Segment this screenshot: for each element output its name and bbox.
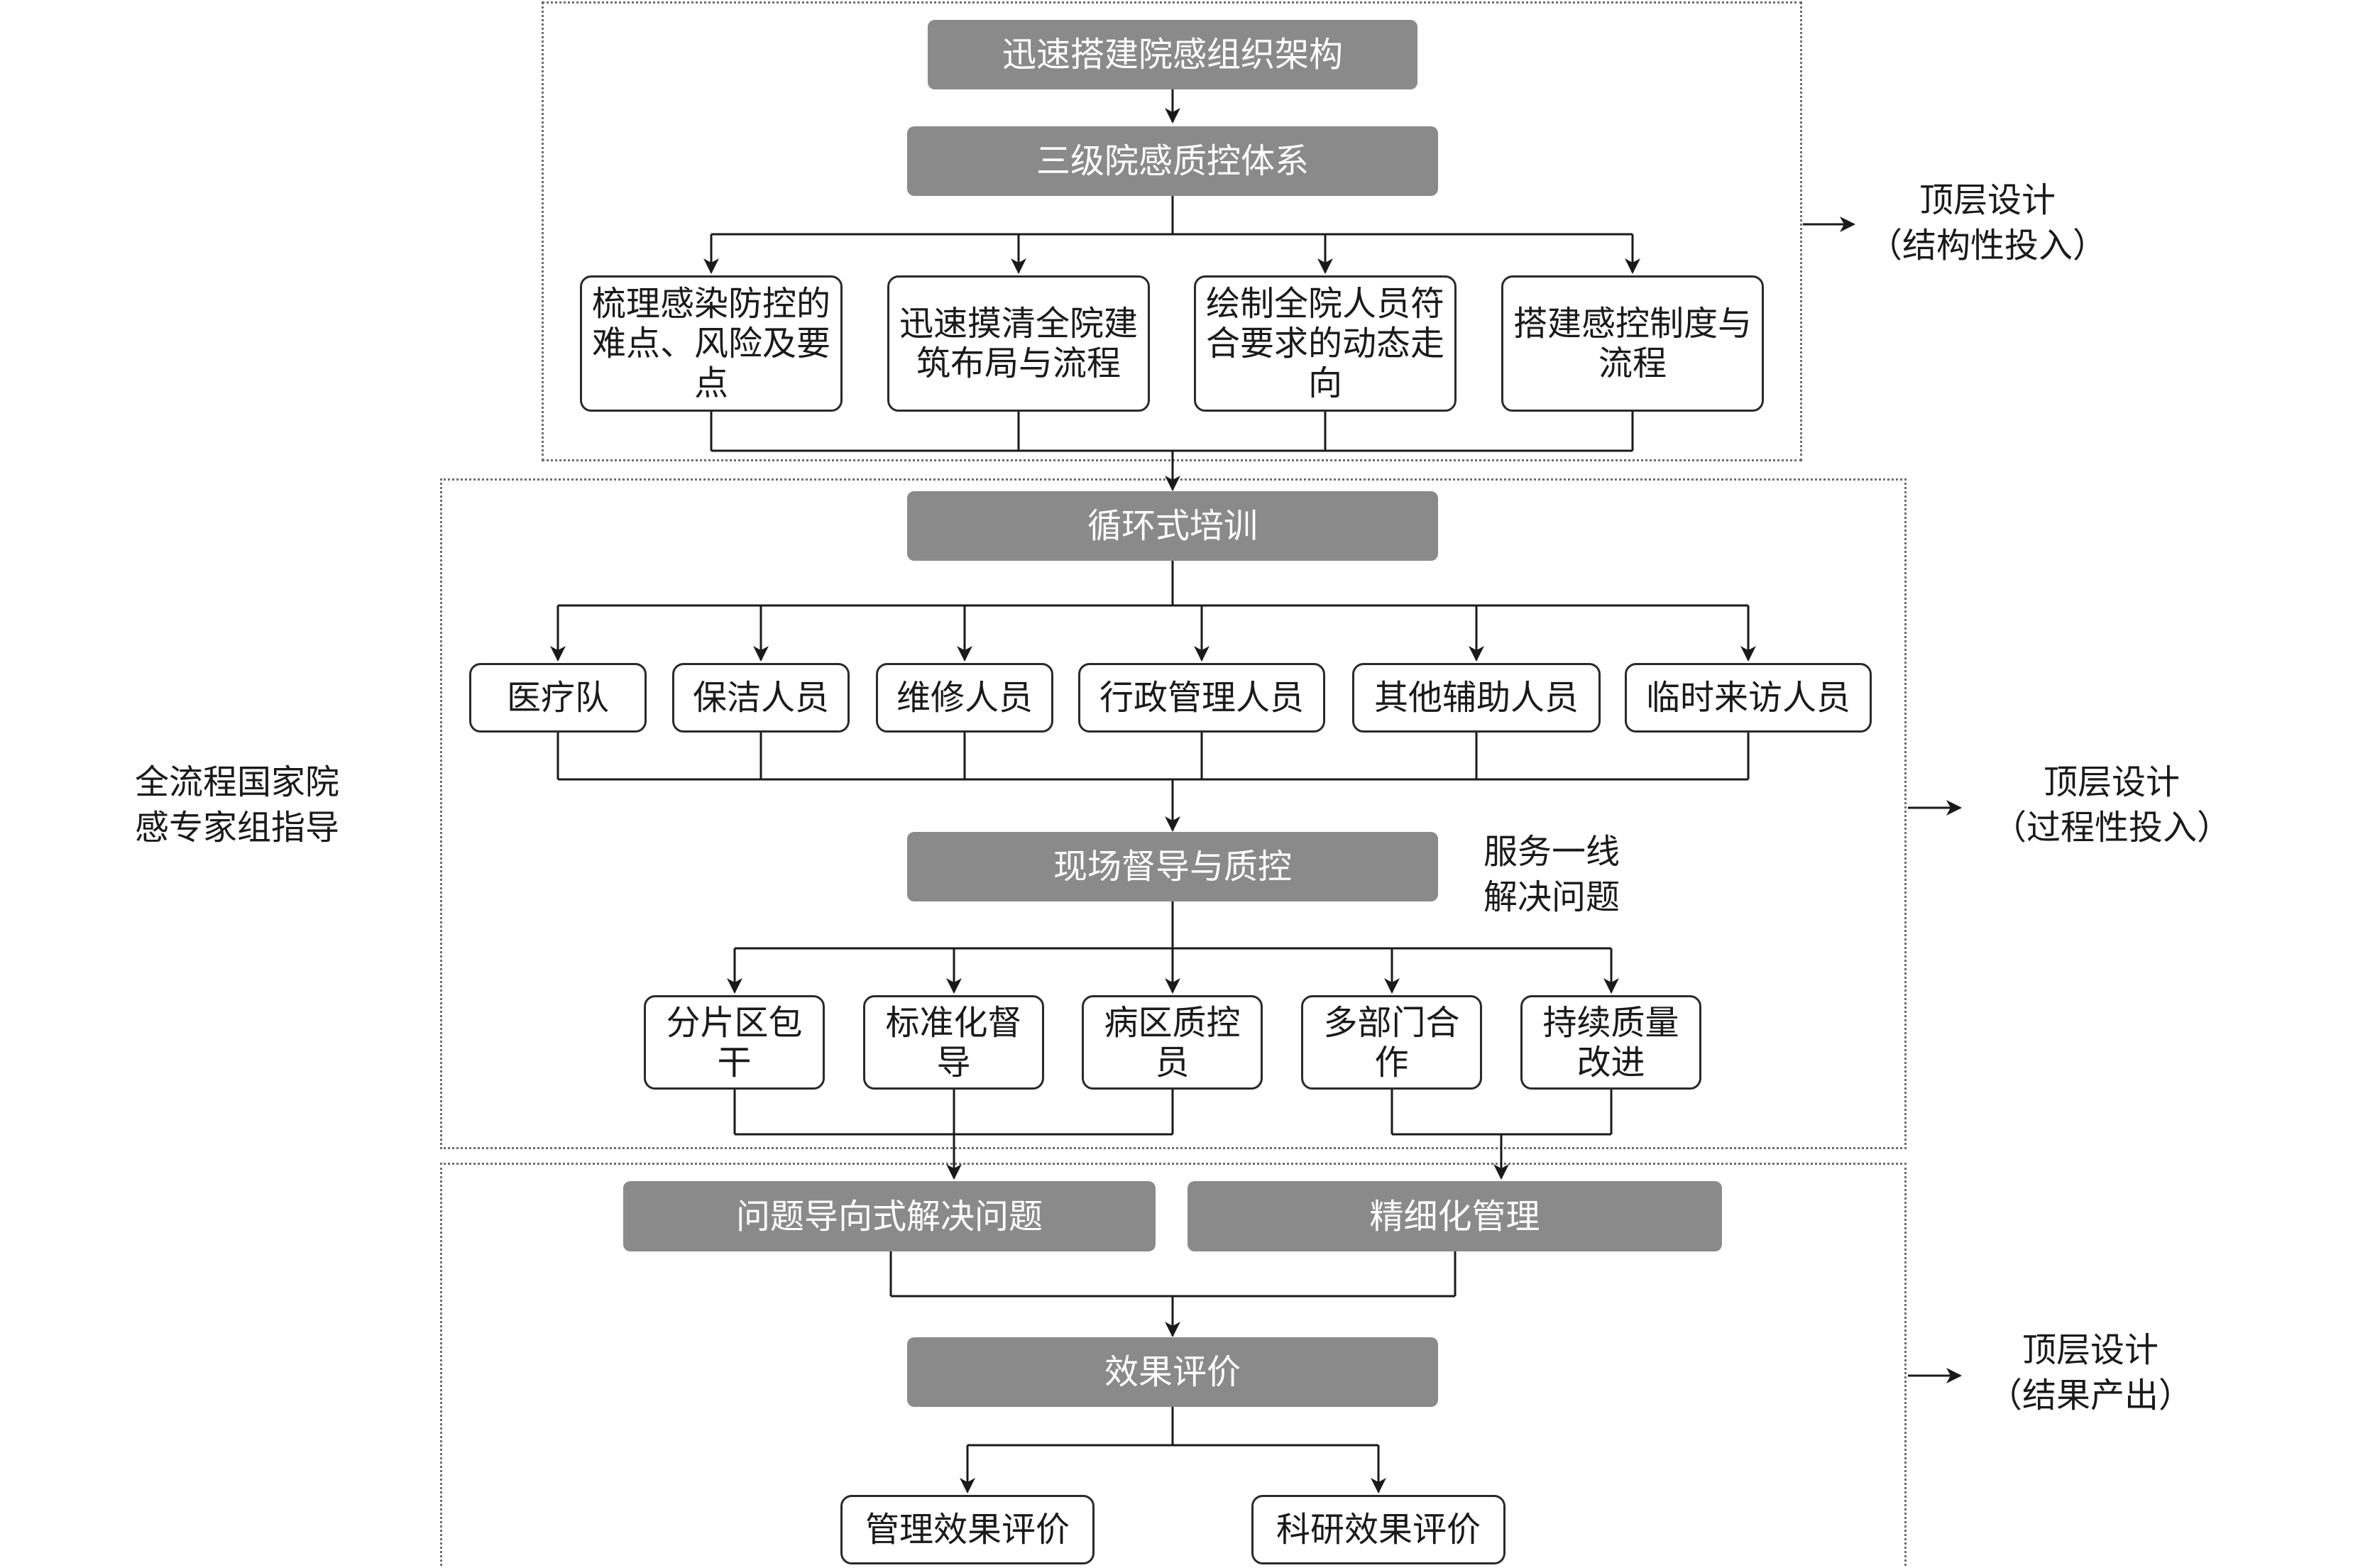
expert-guidance-label: 全流程国家院 感专家组指导: [135, 760, 339, 850]
method-box-4: 多部门合作: [1301, 995, 1482, 1090]
result-section-frame: [440, 1163, 1907, 1568]
task-box-1: 梳理感染防控的难点、风险及要点: [580, 275, 843, 412]
frontline-note-line1: 服务一线: [1483, 832, 1620, 872]
group-box-2: 保洁人员: [672, 663, 850, 733]
process-side-label: 顶层设计 （过程性投入）: [1970, 760, 2254, 850]
structure-side-label-line2: （结构性投入）: [1867, 226, 2107, 265]
supervision-node: 现场督导与质控: [907, 832, 1438, 901]
training-node: 循环式培训: [907, 491, 1438, 561]
group-box-4: 行政管理人员: [1078, 663, 1325, 733]
effect-evaluation-node: 效果评价: [907, 1337, 1438, 1407]
task-box-3: 绘制全院人员符合要求的动态走向: [1194, 275, 1457, 412]
method-box-5: 持续质量改进: [1520, 995, 1701, 1090]
management-evaluation-box: 管理效果评价: [840, 1495, 1095, 1564]
expert-guidance-line1: 全流程国家院: [135, 762, 340, 802]
refined-management-node: 精细化管理: [1188, 1181, 1722, 1251]
method-box-1: 分片区包干: [644, 995, 825, 1090]
result-side-label-line2: （结果产出）: [1987, 1376, 2193, 1415]
quality-system-node: 三级院感质控体系: [907, 126, 1438, 196]
org-setup-node: 迅速搭建院感组织架构: [928, 20, 1417, 89]
process-side-label-line2: （过程性投入）: [1992, 808, 2231, 848]
problem-oriented-node: 问题导向式解决问题: [623, 1181, 1156, 1251]
structure-side-label-line1: 顶层设计: [1919, 180, 2056, 220]
group-box-3: 维修人员: [876, 663, 1053, 733]
frontline-note: 服务一线 解决问题: [1483, 829, 1620, 920]
research-evaluation-box: 科研效果评价: [1251, 1495, 1505, 1564]
task-box-2: 迅速摸清全院建筑布局与流程: [887, 275, 1150, 412]
result-side-label-line1: 顶层设计: [2022, 1330, 2159, 1370]
group-box-1: 医疗队: [469, 663, 647, 733]
expert-guidance-line2: 感专家组指导: [135, 808, 340, 848]
task-box-4: 搭建感控制度与流程: [1501, 275, 1764, 412]
method-box-2: 标准化督导: [863, 995, 1044, 1090]
process-side-label-line1: 顶层设计: [2043, 762, 2180, 802]
structure-side-label: 顶层设计 （结构性投入）: [1845, 177, 2129, 268]
group-box-6: 临时来访人员: [1625, 663, 1872, 733]
group-box-5: 其他辅助人员: [1352, 663, 1601, 733]
result-side-label: 顶层设计 （结果产出）: [1948, 1327, 2232, 1418]
frontline-note-line2: 解决问题: [1483, 877, 1620, 917]
method-box-3: 病区质控员: [1082, 995, 1263, 1090]
